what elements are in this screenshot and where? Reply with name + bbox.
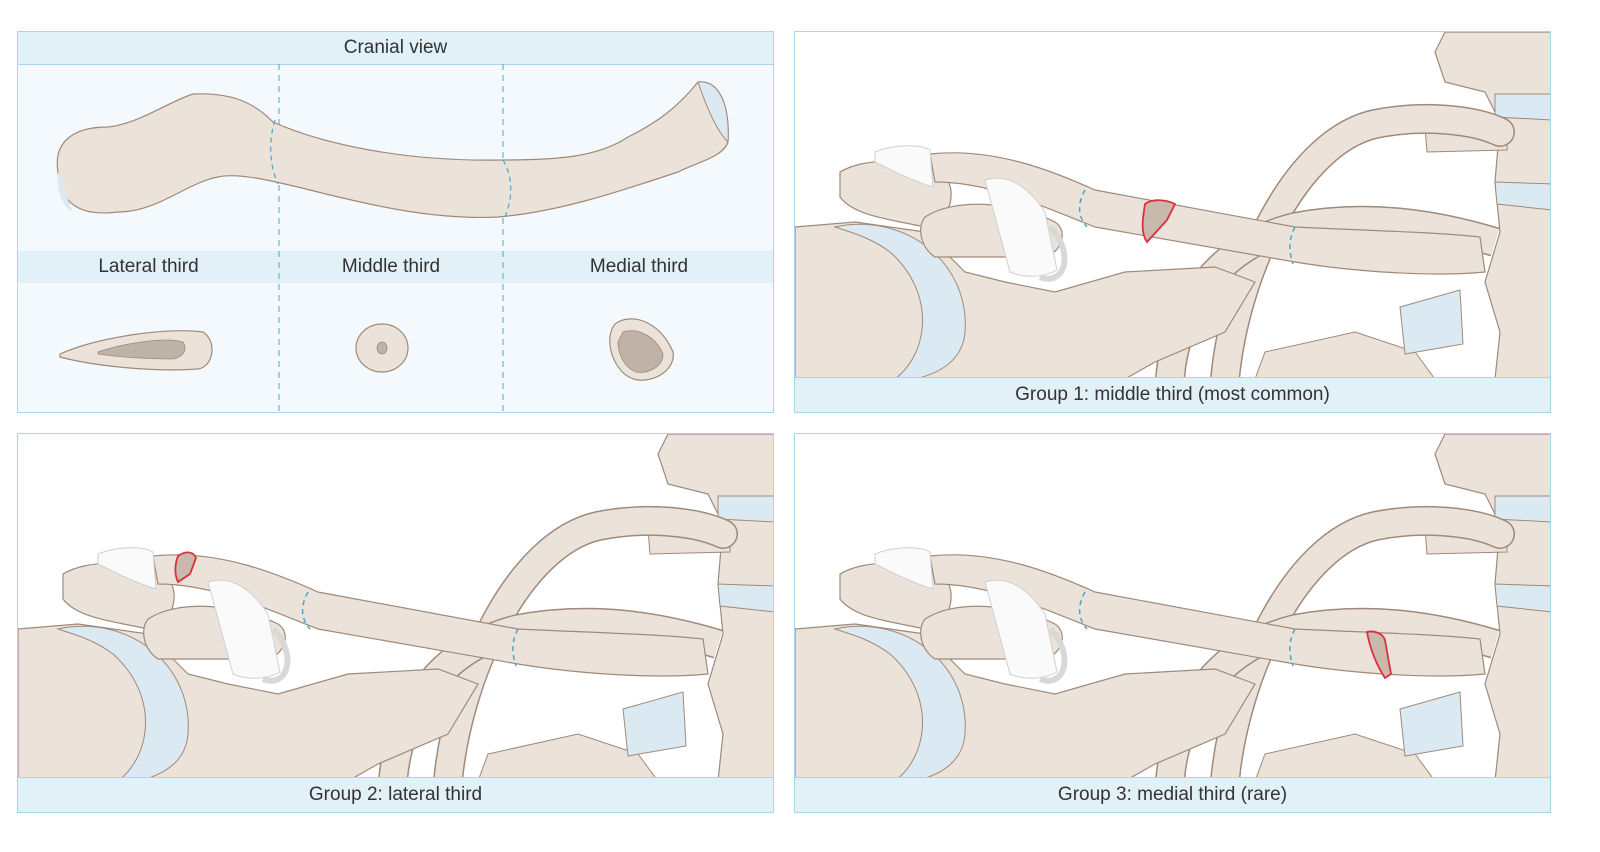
- lateral-third-fracture-illustration: [18, 434, 774, 780]
- fracture-mark: [1365, 630, 1392, 680]
- fracture-mark: [1141, 199, 1177, 244]
- group-1-caption: Group 1: middle third (most common): [795, 377, 1550, 412]
- clavicle-cranial-illustration: [56, 64, 729, 412]
- cross-section-middle: [355, 323, 409, 373]
- group-3-panel: Group 3: medial third (rare): [794, 433, 1551, 813]
- cranial-view-title: Cranial view: [18, 32, 773, 65]
- fracture-mark: [174, 551, 197, 584]
- cross-section-lateral: [59, 330, 213, 371]
- clavicle-bone: [56, 81, 729, 219]
- group-2-panel: Group 2: lateral third: [17, 433, 774, 813]
- medial-third-fracture-illustration: [795, 434, 1551, 780]
- cross-section-medial: [609, 318, 674, 381]
- group-3-caption: Group 3: medial third (rare): [795, 777, 1550, 812]
- section-label-band: [18, 251, 773, 283]
- group-2-caption: Group 2: lateral third: [18, 777, 773, 812]
- section-label-middle: Middle third: [341, 256, 441, 277]
- middle-third-fracture-illustration: [795, 32, 1551, 379]
- cranial-view-panel: Cranial view Lateral third Middle third …: [17, 31, 774, 413]
- section-label-lateral: Lateral third: [98, 256, 199, 277]
- section-label-medial: Medial third: [589, 256, 689, 277]
- group-1-panel: Group 1: middle third (most common): [794, 31, 1551, 413]
